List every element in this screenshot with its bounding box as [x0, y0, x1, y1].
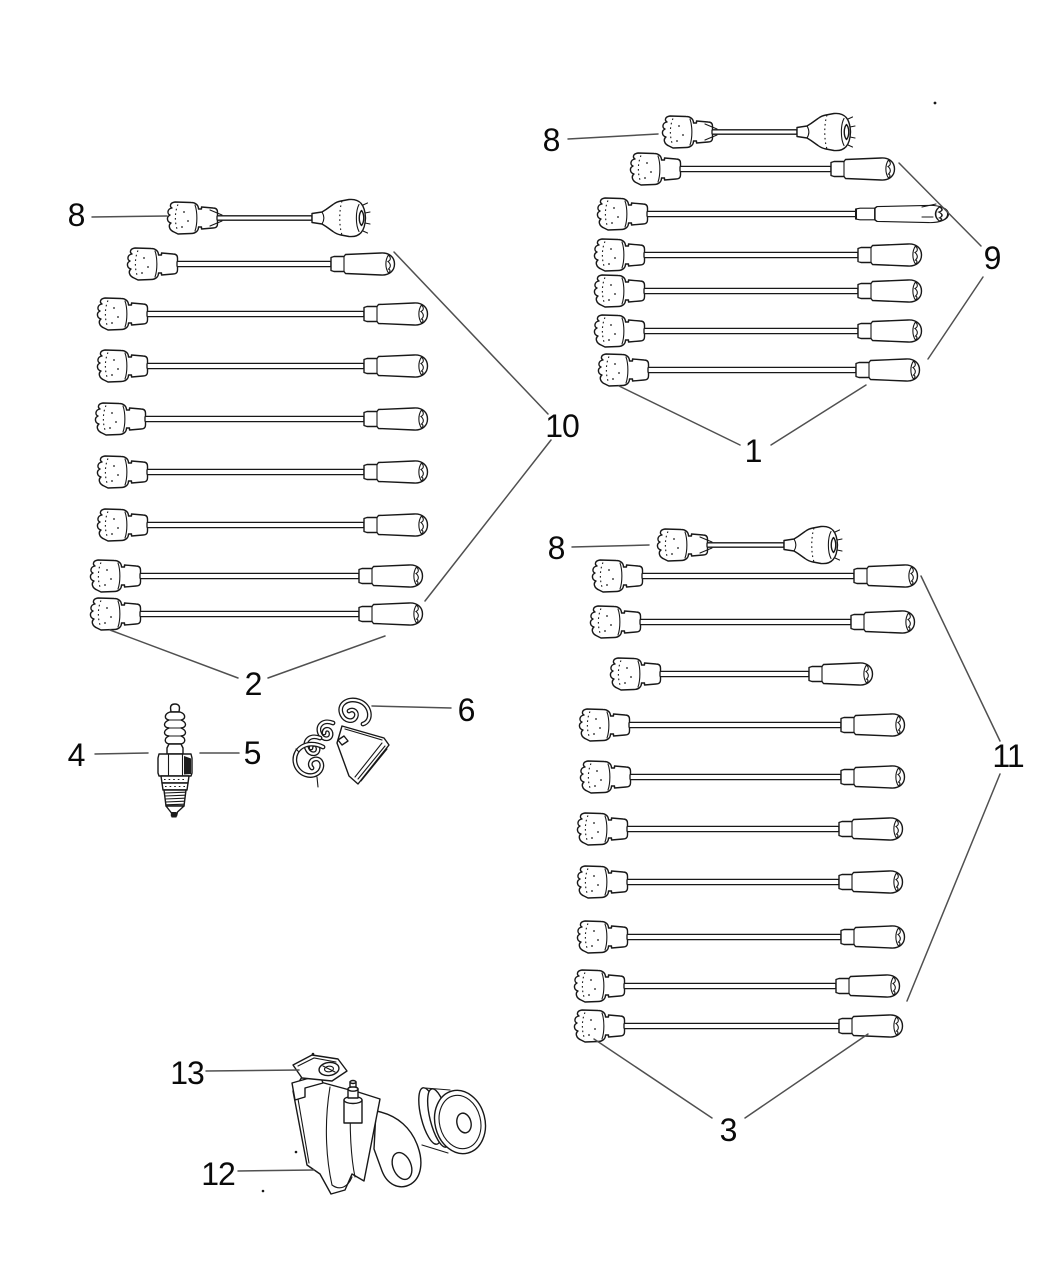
callout-11: 11	[992, 738, 1024, 774]
spark-plug-wire	[94, 402, 429, 436]
callout-13: 13	[170, 1055, 205, 1091]
callout-8-bottom-right: 8	[547, 530, 566, 566]
leader-line	[94, 752, 149, 755]
wire-group-left-v8	[89, 198, 429, 631]
spark-plug-wire	[591, 559, 919, 593]
callout-4: 4	[67, 737, 86, 773]
leader-line	[770, 384, 867, 446]
spark-plug-wire	[573, 1009, 904, 1043]
leader-line	[91, 215, 168, 218]
leader-line	[393, 251, 549, 415]
spark-plug-wire	[593, 274, 923, 308]
leader-line	[927, 276, 984, 360]
spark-plug-wire	[578, 708, 906, 742]
spark-plug-wire	[576, 865, 904, 899]
leader-line	[237, 1169, 315, 1172]
callout-8-top-right: 8	[542, 122, 561, 158]
spark-plug-wire	[96, 508, 429, 542]
spark-plug-wire	[96, 297, 429, 331]
callout-1: 1	[744, 433, 763, 469]
spark-plug	[157, 703, 193, 818]
wire-clip	[292, 697, 390, 788]
spark-plug-wire	[96, 455, 429, 489]
leader-line	[205, 1069, 300, 1072]
spark-plug-wire	[593, 238, 923, 272]
leader-lines	[91, 133, 1001, 1172]
leader-line	[267, 635, 386, 679]
leader-line	[593, 1038, 713, 1119]
leader-line	[371, 705, 452, 709]
leader-line	[744, 1033, 869, 1119]
spark-plug-wire	[629, 152, 896, 186]
leader-line	[109, 629, 239, 679]
spark-plug-wire	[597, 353, 921, 387]
leader-line	[906, 773, 1001, 1002]
leader-line	[571, 544, 650, 548]
spark-plug-wire	[573, 969, 901, 1003]
leader-line	[424, 439, 552, 602]
spark-plug-wire	[609, 657, 874, 691]
leader-line	[567, 133, 659, 140]
coil-wire	[656, 525, 843, 565]
callout-12: 12	[201, 1156, 236, 1192]
callout-6: 6	[457, 692, 476, 728]
spark-plug-wire	[593, 314, 923, 348]
callout-10: 10	[545, 408, 580, 444]
callout-9: 9	[983, 240, 1002, 276]
sensor-assembly	[291, 1054, 487, 1195]
leader-line	[898, 162, 982, 247]
spark-plug-wire	[589, 605, 916, 639]
spark-plug-wire	[579, 760, 906, 794]
leader-line	[920, 575, 1001, 742]
sensor-bracket	[292, 1054, 348, 1082]
wire-group-top-right-v6	[593, 112, 950, 387]
spark-plug-wire	[89, 559, 424, 593]
spark-plug-wire	[576, 812, 904, 846]
artifact-specks	[261, 101, 937, 1193]
coil-wire	[166, 198, 371, 238]
callout-3: 3	[719, 1112, 738, 1148]
callout-2: 2	[244, 666, 263, 702]
coil-wire	[661, 112, 856, 152]
spark-plug-wire	[576, 920, 906, 954]
spark-plug-wire	[126, 247, 396, 281]
spark-plug-wire	[89, 597, 424, 631]
leader-line	[618, 385, 741, 446]
spark-plug-wire	[96, 349, 429, 383]
callout-5: 5	[243, 735, 262, 771]
callout-8-left: 8	[67, 197, 86, 233]
spark-plug-wire	[596, 197, 950, 231]
wire-group-bottom-right-v10	[573, 525, 919, 1043]
